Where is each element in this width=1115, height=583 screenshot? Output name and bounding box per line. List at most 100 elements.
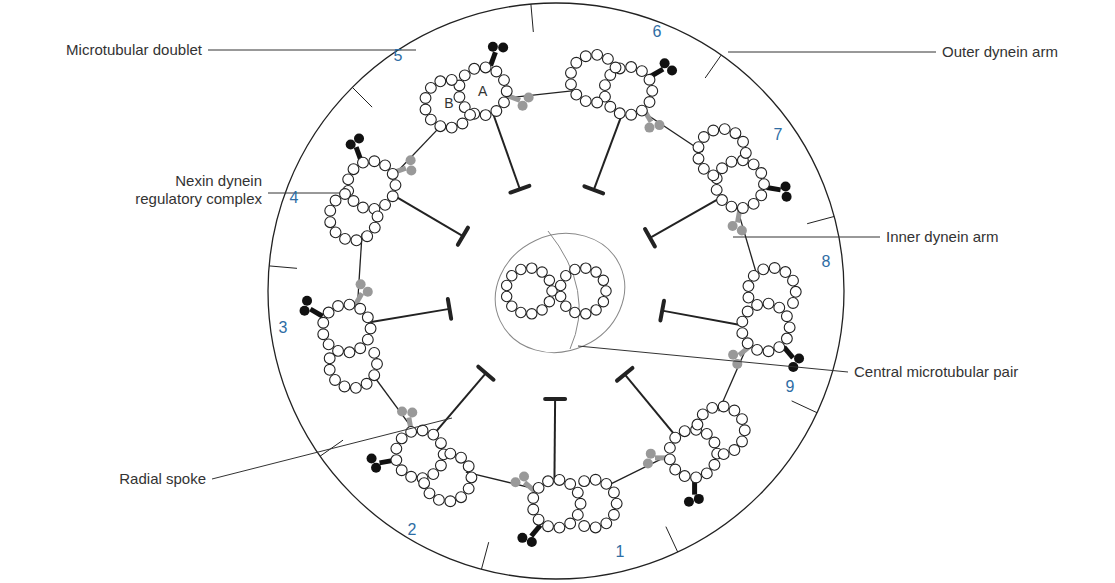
callout-number: 2 bbox=[408, 520, 417, 539]
protofilament bbox=[501, 291, 511, 301]
protofilament bbox=[691, 472, 702, 483]
membrane-tick bbox=[807, 216, 834, 223]
protofilament bbox=[456, 492, 467, 503]
protofilament bbox=[369, 347, 380, 358]
membrane-tick bbox=[792, 401, 817, 413]
protofilament bbox=[480, 110, 491, 121]
protofilament bbox=[537, 267, 547, 277]
protofilament bbox=[758, 264, 769, 275]
membrane-tick bbox=[352, 87, 372, 107]
inner-arm-head bbox=[646, 449, 656, 459]
protofilament bbox=[711, 184, 722, 195]
protofilament bbox=[737, 316, 748, 327]
inner-arm-head bbox=[356, 279, 366, 289]
protofilament bbox=[491, 106, 502, 117]
protofilament bbox=[499, 75, 510, 86]
protofilament bbox=[424, 488, 435, 499]
protofilament bbox=[323, 339, 334, 350]
protofilament bbox=[670, 432, 681, 443]
protofilament bbox=[590, 474, 601, 485]
protofilament bbox=[507, 271, 517, 281]
inner-arm-head bbox=[406, 155, 416, 165]
protofilament bbox=[333, 301, 344, 312]
leader-line bbox=[728, 52, 936, 53]
protofilament bbox=[543, 476, 554, 487]
protofilament bbox=[543, 521, 554, 532]
protofilament bbox=[774, 302, 785, 313]
protofilament bbox=[717, 195, 728, 206]
protofilament bbox=[362, 334, 373, 345]
protofilament bbox=[358, 202, 369, 213]
protofilament bbox=[726, 201, 737, 212]
protofilament bbox=[561, 271, 571, 281]
callout-number: 1 bbox=[616, 542, 625, 561]
protofilament bbox=[610, 62, 621, 73]
protofilament bbox=[742, 306, 753, 317]
microtubular-doublet bbox=[664, 401, 750, 483]
outer-arm-head bbox=[354, 133, 364, 143]
protofilament bbox=[763, 298, 774, 309]
protofilament bbox=[708, 170, 719, 181]
protofilament bbox=[465, 110, 476, 121]
protofilament bbox=[743, 281, 754, 292]
outer-arm-head bbox=[300, 306, 310, 316]
protofilament bbox=[784, 322, 795, 333]
protofilament bbox=[748, 198, 759, 209]
protofilament bbox=[318, 329, 329, 340]
part-label: Microtubular doublet bbox=[66, 41, 202, 59]
protofilament bbox=[528, 493, 539, 504]
protofilament bbox=[565, 479, 576, 490]
protofilament bbox=[425, 82, 436, 93]
spoke-head bbox=[478, 367, 493, 380]
protofilament bbox=[579, 476, 590, 487]
protofilament bbox=[600, 80, 611, 91]
protofilament bbox=[507, 301, 517, 311]
protofilament bbox=[516, 307, 526, 317]
outer-arm-head bbox=[371, 463, 381, 473]
protofilament bbox=[692, 419, 703, 430]
protofilament bbox=[780, 267, 791, 278]
protofilament bbox=[480, 62, 491, 73]
protofilament bbox=[436, 438, 447, 449]
protofilament bbox=[709, 437, 720, 448]
protofilament bbox=[718, 449, 729, 460]
protofilament bbox=[601, 478, 612, 489]
protofilament bbox=[774, 342, 785, 353]
microtubular-doublet bbox=[391, 425, 477, 507]
protofilament bbox=[434, 494, 445, 505]
radial-spoke bbox=[625, 374, 676, 436]
protofilament bbox=[701, 428, 712, 439]
radial-spoke bbox=[493, 113, 520, 189]
outer-arm-head bbox=[346, 140, 356, 150]
protofilament bbox=[730, 128, 741, 139]
protofilament bbox=[446, 122, 457, 133]
microtubular-doublet bbox=[325, 156, 401, 246]
radial-spoke bbox=[594, 114, 622, 190]
protofilament bbox=[372, 211, 383, 222]
protofilament bbox=[463, 483, 474, 494]
membrane-tick bbox=[269, 266, 297, 268]
inner-arm-head bbox=[654, 120, 664, 130]
protofilament bbox=[708, 125, 719, 136]
nexin-link bbox=[737, 208, 758, 278]
protofilament bbox=[365, 323, 376, 334]
protofilament bbox=[387, 191, 398, 202]
protofilament bbox=[380, 199, 391, 210]
protofilament bbox=[626, 62, 637, 73]
protofilament bbox=[601, 518, 612, 529]
protofilament bbox=[591, 305, 601, 315]
inner-arm-head bbox=[363, 287, 373, 297]
leader-line bbox=[208, 50, 416, 51]
protofilament bbox=[330, 375, 341, 386]
protofilament bbox=[570, 264, 580, 274]
protofilament bbox=[516, 264, 526, 274]
protofilament bbox=[742, 338, 753, 349]
protofilament bbox=[425, 114, 436, 125]
protofilament bbox=[499, 97, 510, 108]
spoke-head bbox=[448, 299, 451, 319]
protofilament bbox=[693, 153, 704, 164]
protofilament bbox=[435, 76, 446, 87]
protofilament bbox=[729, 445, 740, 456]
protofilament bbox=[435, 121, 446, 132]
protofilament bbox=[739, 425, 750, 436]
